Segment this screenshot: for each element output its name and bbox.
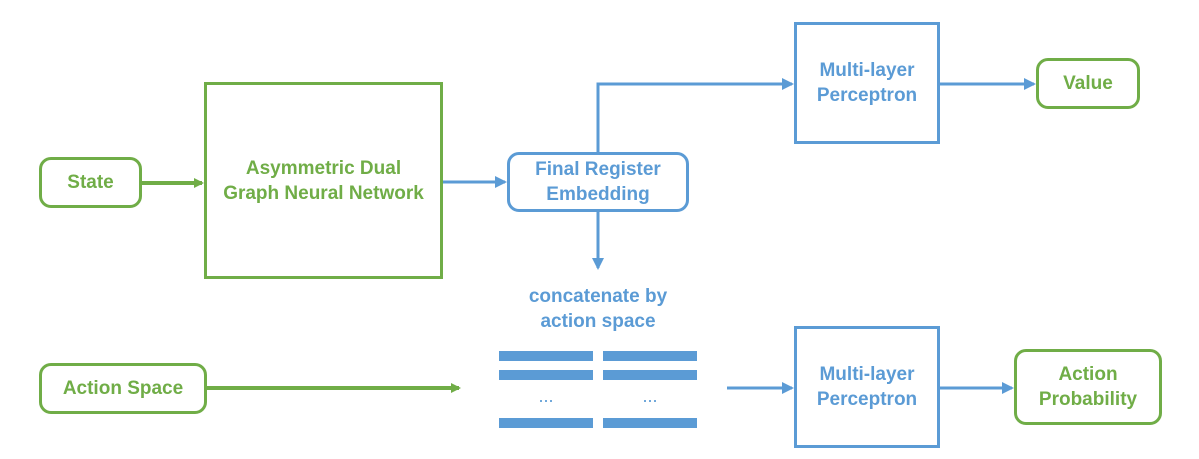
ellipsis-left: ... bbox=[538, 386, 554, 406]
vector-bar-right-2 bbox=[603, 370, 697, 380]
gnn-label-line1: Asymmetric Dual bbox=[245, 157, 402, 179]
action-space-node: Action Space bbox=[39, 363, 207, 414]
mlp-top-label-line2: Perceptron bbox=[816, 85, 918, 106]
embedding-node: Final Register Embedding bbox=[507, 152, 689, 212]
embedding-label-line1: Final Register bbox=[535, 159, 661, 180]
arrow-embedding-to-mlp-top bbox=[596, 78, 794, 152]
value-node: Value bbox=[1036, 58, 1140, 109]
vector-bar-right-1 bbox=[603, 351, 697, 361]
mlp-bottom-label-line2: Perceptron bbox=[816, 389, 918, 410]
probability-node: Action Probability bbox=[1014, 349, 1162, 425]
mlp-bottom-label-line1: Multi-layer bbox=[819, 364, 915, 385]
concat-label-line1: concatenate by bbox=[528, 286, 668, 307]
vector-bar-left-3 bbox=[499, 418, 593, 428]
ellipsis-right: ... bbox=[642, 386, 658, 406]
concat-label: concatenate by action space bbox=[487, 284, 709, 334]
state-label: State bbox=[67, 172, 114, 193]
probability-label-line2: Probability bbox=[1038, 389, 1138, 410]
state-node: State bbox=[39, 157, 142, 208]
value-label: Value bbox=[1063, 73, 1113, 94]
mlp-top-node: Multi-layer Perceptron bbox=[794, 22, 940, 144]
gnn-label-line2: Graph Neural Network bbox=[223, 182, 424, 204]
action-space-label: Action Space bbox=[62, 378, 184, 399]
mlp-bottom-node: Multi-layer Perceptron bbox=[794, 326, 940, 448]
probability-label-line1: Action bbox=[1058, 364, 1118, 385]
concat-label-line2: action space bbox=[540, 311, 656, 332]
vector-bar-left-2 bbox=[499, 370, 593, 380]
vector-bar-left-1 bbox=[499, 351, 593, 361]
mlp-top-label-line1: Multi-layer bbox=[819, 60, 915, 81]
gnn-node: Asymmetric Dual Graph Neural Network bbox=[204, 82, 443, 279]
embedding-label-line2: Embedding bbox=[546, 184, 650, 205]
vector-bar-right-3 bbox=[603, 418, 697, 428]
